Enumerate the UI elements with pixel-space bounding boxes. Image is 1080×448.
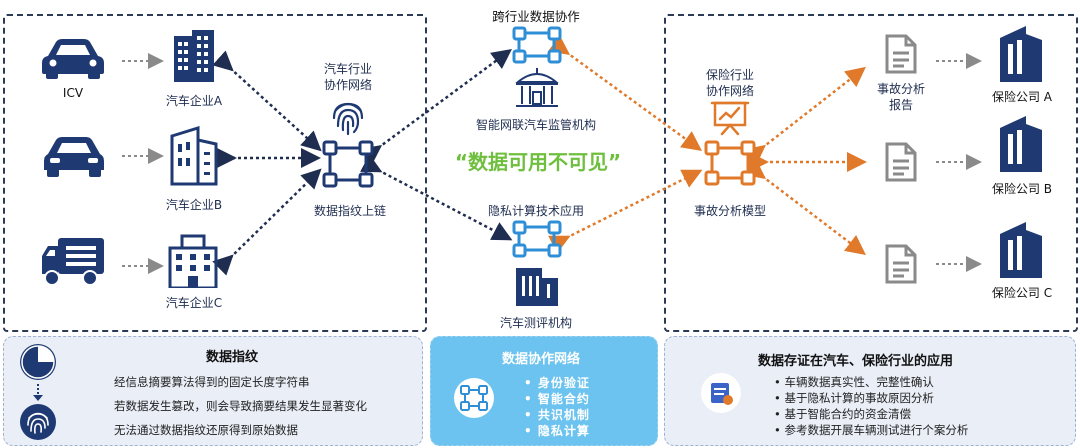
fingerprint-desc-3: 无法通过数据指纹还原得到原始数据 (114, 423, 298, 437)
insurer-building-icon-b (1000, 116, 1042, 172)
data-fingerprint-panel (3, 336, 423, 446)
arrow-c-chain (212, 168, 322, 276)
evidence-bullet-2: • 基于隐私计算的事故原因分析 (774, 391, 934, 405)
chain-network-icon (322, 140, 374, 188)
sedan-icon (44, 137, 104, 177)
report-doc-icon-2 (885, 142, 917, 182)
collab-bullet-4: • 隐私计算 (524, 424, 590, 438)
presentation-chart-icon (710, 101, 750, 136)
auto-network-title-1: 汽车行业 (323, 62, 373, 76)
evidence-panel-title: 数据存证在汽车、保险行业的应用 (758, 354, 954, 369)
report-label-2: 报告 (888, 98, 914, 112)
fingerprint-desc-1: 经信息摘要算法得到的固定长度字符串 (114, 375, 310, 389)
pie-data-icon (20, 344, 56, 380)
evidence-bullet-3: • 基于智能合约的资金清偿 (774, 407, 911, 421)
arrow-top-model (547, 35, 703, 151)
arrow-chain-bottom (360, 154, 513, 241)
privacy-tech-title: 隐私计算技术应用 (487, 204, 585, 218)
report-doc-icon-3 (885, 244, 917, 284)
insurer-b-label: 保险公司 B (991, 182, 1053, 196)
privacy-network-icon (512, 220, 562, 258)
collab-bullet-3: • 共识机制 (524, 408, 590, 422)
collab-network-title: 数据协作网络 (502, 352, 581, 367)
cross-industry-title: 跨行业数据协作 (492, 9, 580, 24)
evidence-bullet-4: • 参考数据开展车辆测试进行个案分析 (774, 423, 969, 437)
fingerprint-panel-title: 数据指纹 (206, 350, 259, 365)
building-c-icon (168, 234, 218, 288)
regulator-label: 智能网联汽车监管机构 (475, 118, 597, 132)
arrow-model-r3 (744, 158, 866, 256)
icv-label: ICV (62, 86, 84, 100)
arrow-model-r1 (744, 66, 866, 166)
report-doc-icon-1 (885, 34, 917, 74)
evidence-bullet-1: • 车辆数据真实性、完整性确认 (774, 375, 934, 389)
insurer-c-label: 保险公司 C (991, 286, 1053, 300)
fingerprint-desc-2: 若数据发生篡改，则会导致摘要结果发生显著变化 (114, 399, 367, 413)
car-icon (42, 39, 104, 79)
insurer-building-icon-c (1000, 222, 1042, 278)
insurance-network-title-2: 协作网络 (705, 84, 755, 98)
building-b-icon (170, 126, 218, 186)
building-a-icon (174, 30, 214, 82)
collab-bullet-1: • 身份验证 (524, 376, 590, 390)
dashed-down-arrow (33, 384, 43, 401)
arrow-bottom-model (548, 169, 703, 254)
auto-network-title-2: 协作网络 (323, 78, 373, 92)
testing-building-icon (516, 268, 558, 306)
company-b-label: 汽车企业B (165, 198, 223, 212)
fingerprint-icon (332, 102, 364, 136)
accident-model-network-icon (704, 140, 756, 186)
fingerprint-chain-label: 数据指纹上链 (313, 204, 387, 218)
insurer-building-icon-a (1000, 26, 1042, 82)
insurance-network-title-1: 保险行业 (705, 68, 755, 82)
report-label-1: 事故分析 (876, 82, 926, 96)
testing-org-label: 汽车测评机构 (499, 316, 573, 330)
accident-model-label: 事故分析模型 (693, 204, 767, 218)
company-a-label: 汽车企业A (165, 94, 223, 108)
insurer-a-label: 保险公司 A (991, 90, 1053, 104)
arrow-chain-top (359, 49, 513, 165)
certificate-icon (701, 373, 741, 413)
fingerprint-circle-icon (20, 404, 56, 440)
arrow-a-chain (212, 50, 322, 152)
cross-network-icon (512, 26, 562, 64)
truck-icon (42, 238, 104, 286)
collab-network-icon (454, 378, 494, 418)
government-building-icon (515, 68, 559, 107)
company-c-label: 汽车企业C (165, 296, 223, 310)
slogan-text: “数据可用不可见” (454, 150, 622, 174)
collab-bullet-2: • 智能合约 (524, 392, 590, 406)
